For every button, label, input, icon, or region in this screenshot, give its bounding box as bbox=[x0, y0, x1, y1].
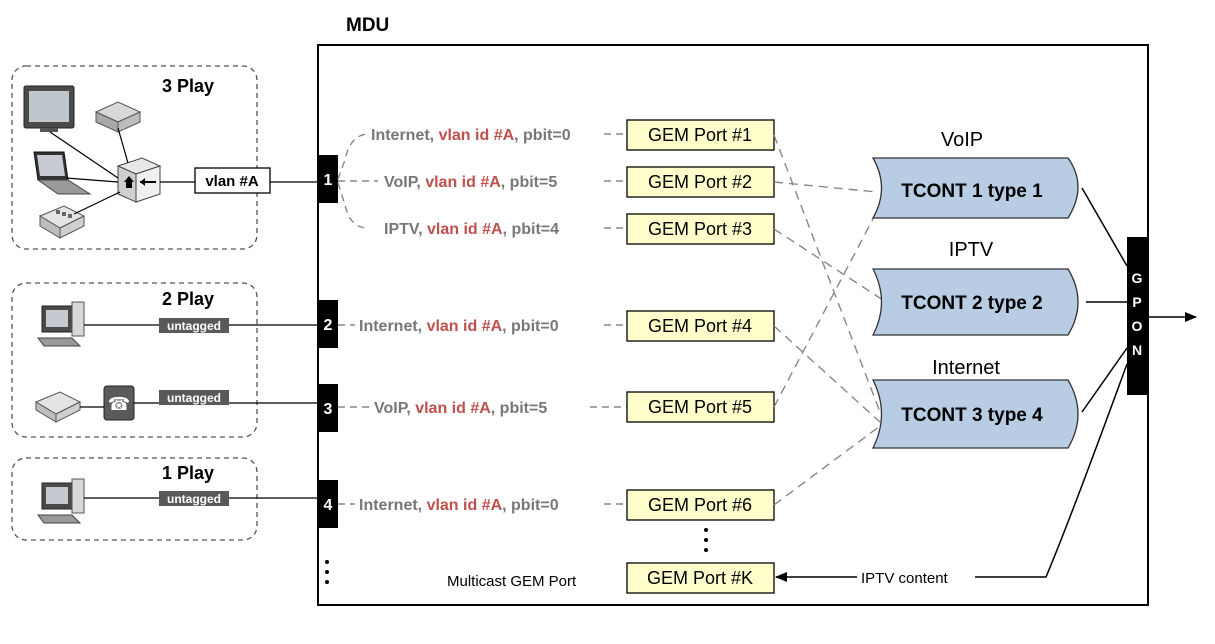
flow-1-vlan: vlan id #A bbox=[439, 127, 515, 144]
flow-3-label: IPTV, vlan id #A, pbit=4 bbox=[384, 221, 559, 238]
uni-port-3-label: 3 bbox=[324, 401, 333, 418]
gpon-letter-n: N bbox=[1132, 342, 1142, 358]
gem-port-6-label: GEM Port #6 bbox=[648, 495, 752, 515]
laptop-icon bbox=[33, 151, 92, 195]
gem-port-1: GEM Port #1 bbox=[626, 119, 775, 151]
phone-icon bbox=[38, 205, 86, 239]
tcont-2: TCONT 2 type 2 bbox=[871, 268, 1079, 336]
group-3play bbox=[11, 65, 258, 250]
vlan-tag-label: vlan #A bbox=[205, 173, 259, 190]
settop-box-icon bbox=[94, 101, 142, 133]
gem-port-2: GEM Port #2 bbox=[626, 166, 775, 198]
uni-port-1-label: 1 bbox=[324, 172, 333, 189]
flow-5-vlan: vlan id #A bbox=[415, 400, 491, 417]
group-label-2play: 2 Play bbox=[162, 289, 214, 309]
vlan-tag-box bbox=[194, 167, 271, 194]
flow-3-service: IPTV bbox=[384, 221, 420, 238]
tv-icon bbox=[23, 85, 75, 132]
uni-port-2-label: 2 bbox=[324, 317, 333, 334]
flow-5-label: VoIP, vlan id #A, pbit=5 bbox=[374, 400, 547, 417]
flow-4-label: Internet, vlan id #A, pbit=0 bbox=[359, 318, 559, 335]
gpon-letter-g: G bbox=[1132, 270, 1143, 286]
gem-port-5: GEM Port #5 bbox=[626, 391, 775, 423]
flow-connectors bbox=[337, 133, 627, 505]
flow-2-pbit: pbit=5 bbox=[510, 174, 558, 191]
untagged-tag-3: untagged bbox=[159, 491, 229, 506]
tcont-gpon-links bbox=[775, 187, 1197, 582]
group-label-3play: 3 Play bbox=[162, 76, 214, 96]
group-2play bbox=[11, 282, 258, 438]
flow-4-service: Internet bbox=[359, 318, 418, 335]
flow-5-service: VoIP bbox=[374, 400, 409, 417]
flow-6-service: Internet bbox=[359, 497, 418, 514]
gpon-letter-o: O bbox=[1132, 318, 1143, 334]
flow-6-pbit: pbit=0 bbox=[511, 497, 559, 514]
pc-icon-2play bbox=[37, 301, 85, 347]
tcont-1-label: TCONT 1 type 1 bbox=[901, 181, 1043, 202]
mdu-title: MDU bbox=[346, 15, 389, 36]
group-label-1play: 1 Play bbox=[162, 463, 214, 483]
tcont-3-label: TCONT 3 type 4 bbox=[901, 405, 1043, 426]
gem-port-3: GEM Port #3 bbox=[626, 213, 775, 245]
gem-port-k: GEM Port #K bbox=[626, 562, 775, 594]
svg-text:☎: ☎ bbox=[108, 394, 130, 414]
gem-port-k-label: GEM Port #K bbox=[647, 568, 753, 588]
uni-port-1: 1 bbox=[318, 155, 338, 203]
flow-4-pbit: pbit=0 bbox=[511, 318, 559, 335]
tcont-2-label: TCONT 2 type 2 bbox=[901, 293, 1042, 314]
untagged-label-3: untagged bbox=[167, 492, 221, 506]
tcont-1: TCONT 1 type 1 bbox=[871, 157, 1079, 219]
gpon-letter-p: P bbox=[1132, 294, 1141, 310]
uni-port-3: 3 bbox=[318, 384, 338, 432]
flow-2-service: VoIP bbox=[384, 174, 419, 191]
group-1play bbox=[11, 457, 258, 541]
home-device-links bbox=[49, 127, 318, 215]
gem-port-2-label: GEM Port #2 bbox=[648, 172, 752, 192]
flow-6-label: Internet, vlan id #A, pbit=0 bbox=[359, 497, 559, 514]
flow-2-vlan: vlan id #A bbox=[425, 174, 501, 191]
flow-3-pbit: pbit=4 bbox=[511, 221, 559, 238]
gem-port-6: GEM Port #6 bbox=[626, 489, 775, 521]
tcont-3-service: Internet bbox=[932, 357, 1000, 379]
untagged-label-1: untagged bbox=[167, 319, 221, 333]
flow-5-pbit: pbit=5 bbox=[500, 400, 548, 417]
tcont-3: TCONT 3 type 4 bbox=[871, 379, 1079, 449]
gem-port-3-label: GEM Port #3 bbox=[648, 219, 752, 239]
gem-port-4: GEM Port #4 bbox=[626, 310, 775, 342]
gpon-port: G P O N bbox=[1127, 237, 1147, 395]
uni-port-4-label: 4 bbox=[324, 497, 333, 514]
flow-6-vlan: vlan id #A bbox=[427, 497, 503, 514]
untagged-tag-1: untagged bbox=[159, 318, 229, 333]
flow-2-label: VoIP, vlan id #A, pbit=5 bbox=[384, 174, 557, 191]
untagged-tag-2: untagged bbox=[159, 390, 229, 405]
flow-1-pbit: pbit=0 bbox=[523, 127, 571, 144]
pc-icon-1play bbox=[37, 478, 85, 524]
home-gateway-icon bbox=[116, 157, 162, 203]
tcont-2-service: IPTV bbox=[949, 239, 994, 261]
gem-port-4-label: GEM Port #4 bbox=[648, 316, 752, 336]
ellipsis-dots bbox=[325, 528, 708, 584]
gem-tcont-mapping bbox=[773, 134, 885, 506]
flow-1-service: Internet bbox=[371, 127, 430, 144]
uni-port-4: 4 bbox=[318, 480, 338, 528]
gem-port-5-label: GEM Port #5 bbox=[648, 397, 752, 417]
gem-port-1-label: GEM Port #1 bbox=[648, 125, 752, 145]
tcont-1-service: VoIP bbox=[941, 129, 983, 151]
iptv-content-label: IPTV content bbox=[861, 570, 949, 587]
uni-port-2: 2 bbox=[318, 300, 338, 348]
flow-4-vlan: vlan id #A bbox=[427, 318, 503, 335]
ata-icon: ☎ bbox=[103, 385, 135, 421]
flow-3-vlan: vlan id #A bbox=[427, 221, 503, 238]
flow-1-label: Internet, vlan id #A, pbit=0 bbox=[371, 127, 571, 144]
untagged-label-2: untagged bbox=[167, 391, 221, 405]
phone-icon-2play bbox=[34, 391, 82, 423]
multicast-gem-label: Multicast GEM Port bbox=[447, 573, 577, 590]
